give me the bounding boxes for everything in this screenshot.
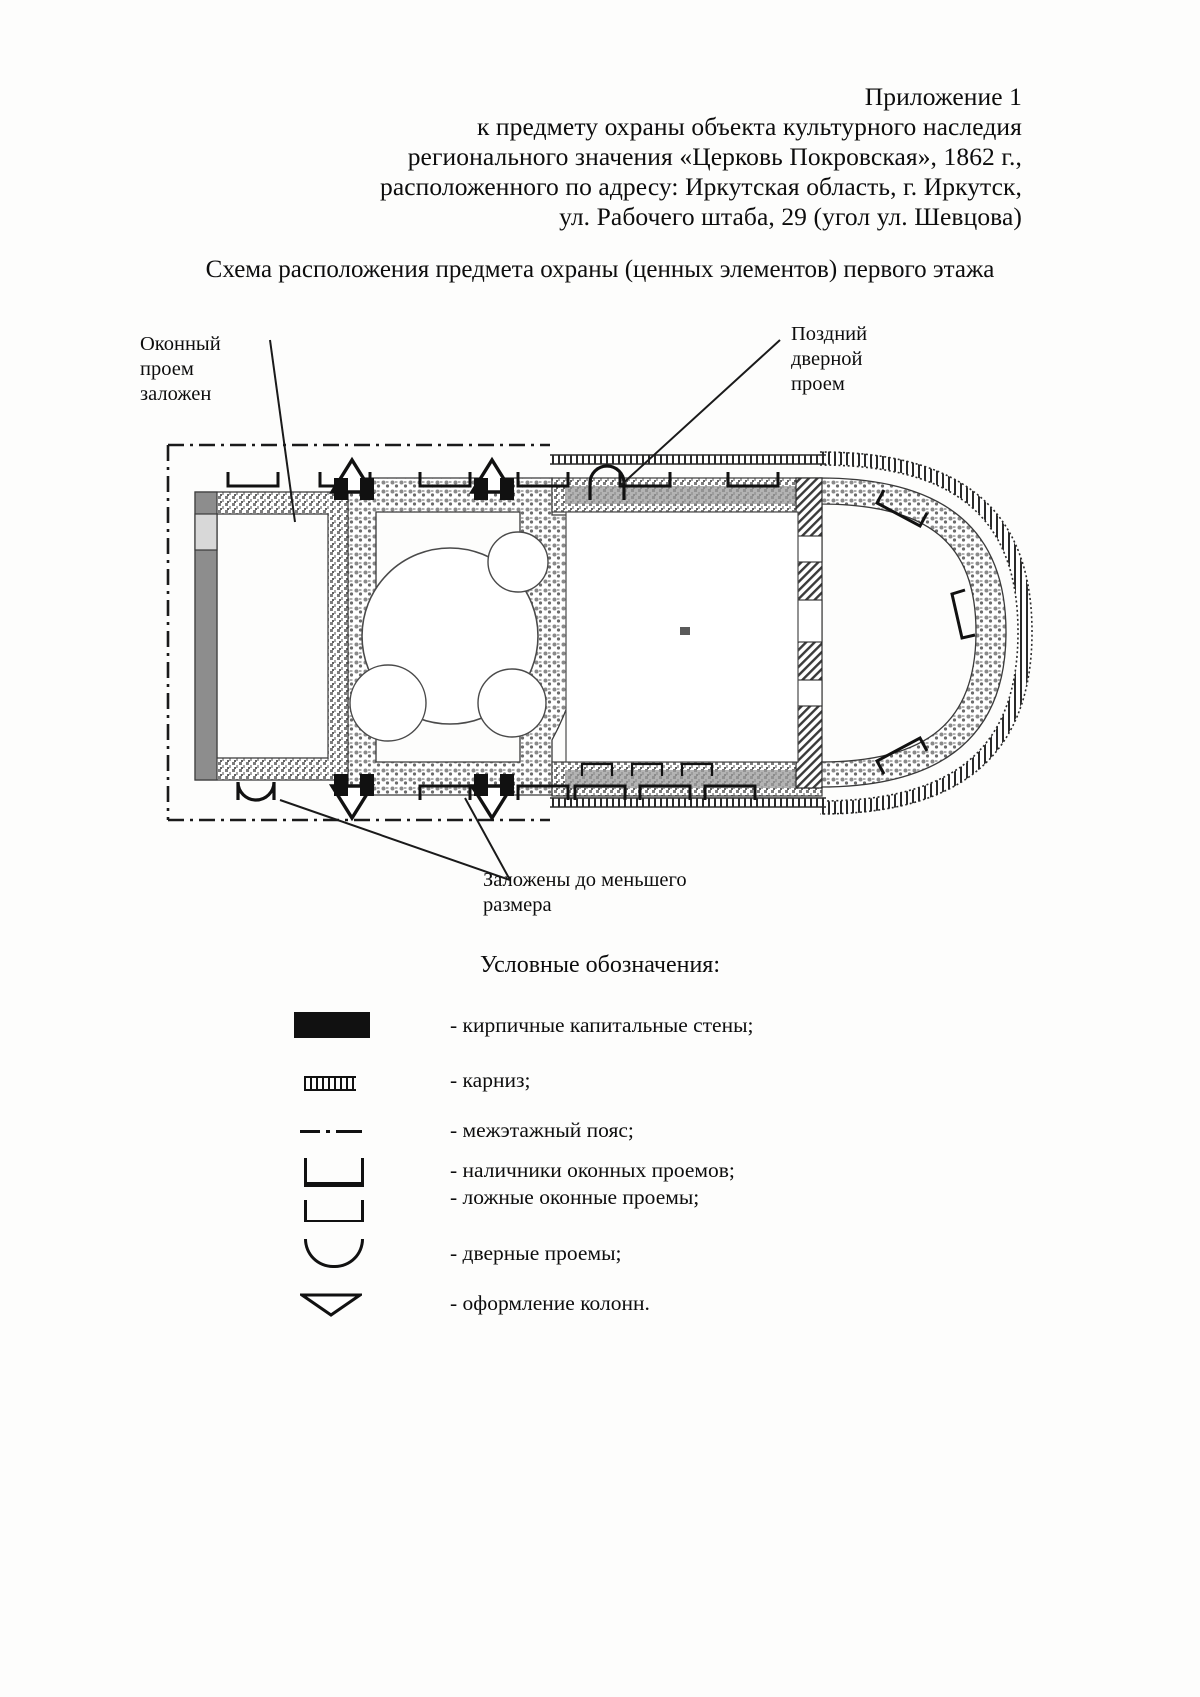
legend-symbol-column-chevron <box>292 1283 372 1323</box>
legend-label: - кирпичные капитальные стены; <box>450 1013 754 1037</box>
legend-label: - карниз; <box>450 1068 531 1092</box>
legend-label: - дверные проемы; <box>450 1241 622 1265</box>
legend-symbol-window-casing-bracket <box>292 1150 372 1190</box>
central-tower-walls <box>347 477 591 796</box>
header-line-address: расположенного по адресу: Иркутская обла… <box>379 172 1022 201</box>
nave-interior <box>566 512 798 762</box>
legend-symbol-hatched-cornice-band <box>292 1060 372 1100</box>
annotation-window-blocked: Оконный проем заложен <box>140 332 221 407</box>
legend-title: Условные обозначения: <box>479 952 721 978</box>
annotation-line: Поздний <box>791 323 868 345</box>
legend-label: - межэтажный пояс; <box>450 1118 634 1142</box>
annotation-line: проем <box>791 373 845 395</box>
annotation-reduced-openings: Заложены до меньшего размера <box>483 868 687 918</box>
header-line-object: регионального значения «Церковь Покровск… <box>407 142 1022 171</box>
annotation-line: размера <box>483 894 552 916</box>
vestibule-walls <box>194 491 351 781</box>
legend-item-interfloor-belt: - межэтажный пояс; <box>0 1110 1200 1150</box>
legend-symbol-solid-black-rectangle <box>292 1005 372 1045</box>
header-line-subject: к предмету охраны объекта культурного на… <box>476 112 1022 141</box>
legend-label: - наличники оконных проемов; <box>450 1158 735 1182</box>
nave-north-cornice <box>550 454 826 465</box>
door-openings <box>236 464 626 802</box>
nave-south-cornice <box>550 797 826 808</box>
window-casings-apse <box>874 489 976 775</box>
legend-item-column-design: - оформление колонн. <box>0 1283 1200 1323</box>
header-line-street: ул. Рабочего штаба, 29 (угол ул. Шевцова… <box>559 202 1022 231</box>
annotation-late-door: Поздний дверной проем <box>791 322 867 397</box>
floor-plan-drawing <box>120 300 1080 900</box>
legend-symbol-dash-dot-line <box>292 1110 372 1150</box>
callout-leader-lines <box>269 339 781 881</box>
legend-item-door-openings: - дверные проемы; <box>0 1233 1200 1273</box>
annotation-line: Оконный <box>140 333 221 355</box>
header-line-appendix: Приложение 1 <box>864 82 1022 111</box>
interfloor-belt-boundary <box>166 443 550 822</box>
legend-label-secondary: - ложные оконные проемы; <box>450 1185 700 1209</box>
column-blocks <box>334 478 514 796</box>
false-window-openings <box>580 762 714 776</box>
window-casings-south <box>418 784 757 800</box>
legend-symbol-door-opening-arc <box>292 1233 372 1273</box>
legend-item-false-windows <box>0 1190 1200 1230</box>
leader-late-door <box>619 339 781 487</box>
legend-symbol-false-window-bracket <box>292 1190 372 1230</box>
apse-cornice <box>819 451 1033 815</box>
document-header: Приложение 1 к предмету охраны объекта к… <box>362 82 1022 232</box>
annotation-line: проем <box>140 358 194 380</box>
leader-reduced-a <box>279 799 511 881</box>
door-opening-late-north <box>588 464 626 500</box>
leader-reduced-b <box>464 797 511 881</box>
annotation-line: дверной <box>791 348 863 370</box>
legend-item-brick-walls: - кирпичные капитальные стены; <box>0 1005 1200 1045</box>
blocked-window-patch <box>194 513 218 551</box>
annotation-line: заложен <box>140 383 212 405</box>
legend-item-window-casings: - наличники оконных проемов; - ложные ок… <box>0 1150 1200 1209</box>
door-opening-west <box>236 781 276 802</box>
legend-label: - оформление колонн. <box>450 1291 650 1315</box>
legend: - кирпичные капитальные стены; - карниз;… <box>0 1005 1200 1317</box>
leader-window-blocked <box>269 339 296 523</box>
iconostasis-pier <box>795 477 823 789</box>
legend-item-cornice: - карниз; <box>0 1060 1200 1100</box>
annotation-line: Заложены до меньшего <box>483 869 687 891</box>
page-title: Схема расположения предмета охраны (ценн… <box>205 256 995 283</box>
nave-center-mark <box>680 627 690 635</box>
